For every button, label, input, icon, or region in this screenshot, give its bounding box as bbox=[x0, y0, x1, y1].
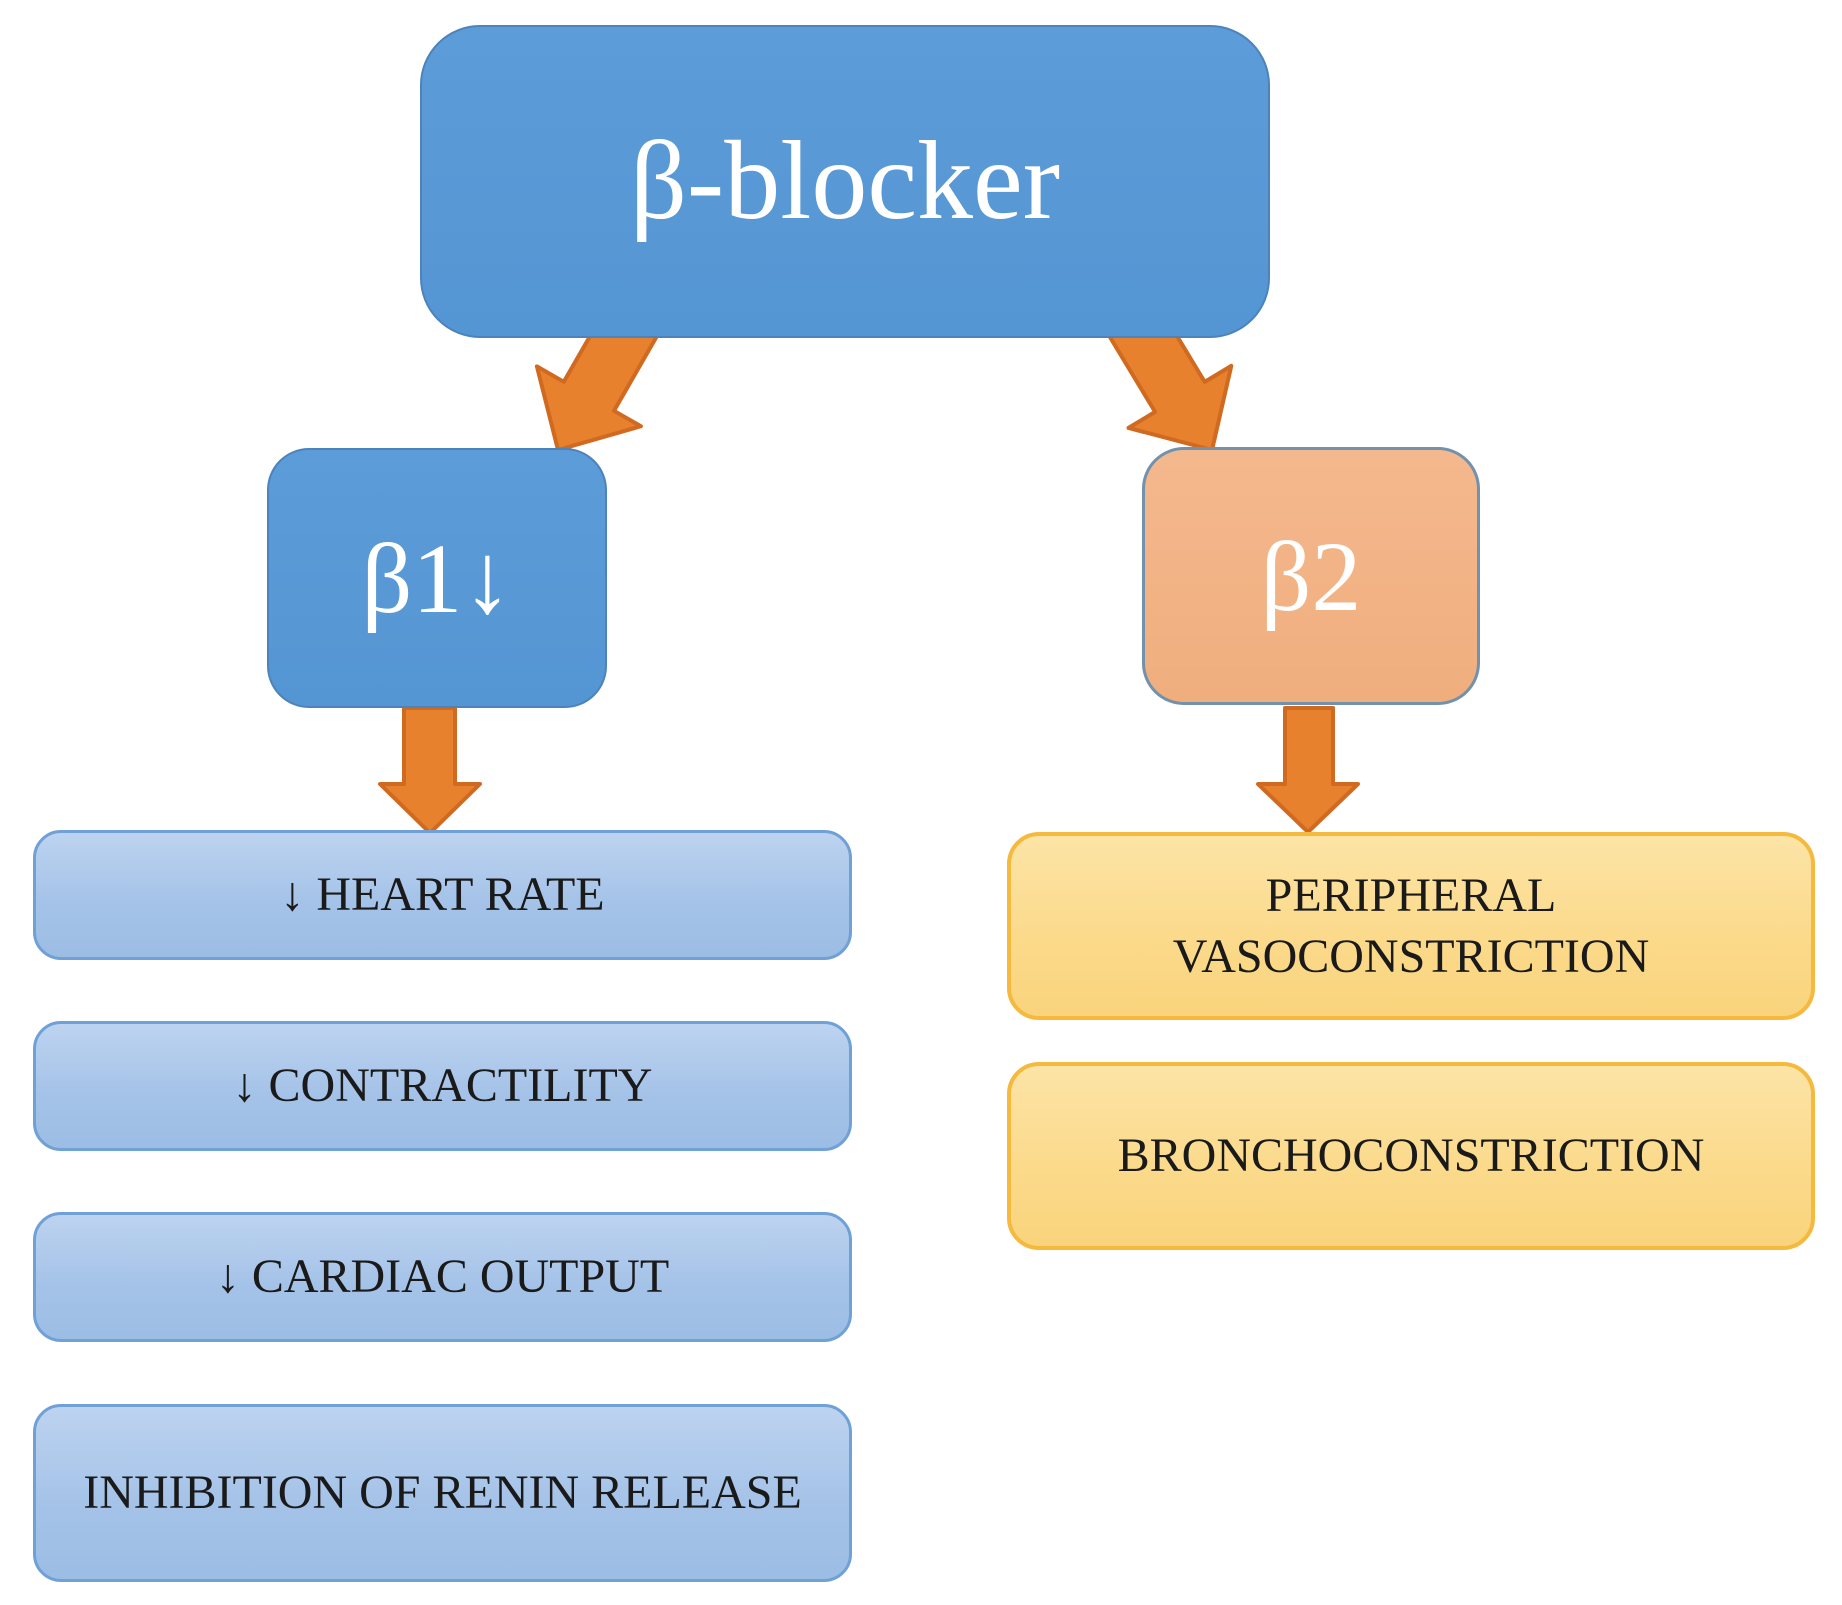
node-beta2-label: β2 bbox=[1260, 520, 1362, 632]
effect-bronchoconstriction-label: BRONCHOCONSTRICTION bbox=[1117, 1129, 1705, 1183]
effect-peripheral-vasoconstriction: PERIPHERAL VASOCONSTRICTION bbox=[1007, 832, 1815, 1020]
node-beta1: β1↓ bbox=[267, 448, 607, 708]
effect-cardiac-output-label: ↓ CARDIAC OUTPUT bbox=[215, 1250, 670, 1304]
effect-contractility-label: ↓ CONTRACTILITY bbox=[232, 1059, 653, 1113]
effect-peripheral-vasoconstriction-label: PERIPHERAL VASOCONSTRICTION bbox=[1172, 868, 1650, 983]
arrow-beta1-to-effects-icon bbox=[378, 706, 482, 835]
node-beta-blocker-label: β-blocker bbox=[629, 119, 1061, 243]
node-beta2: β2 bbox=[1142, 447, 1480, 705]
effect-renin-release-label: INHIBITION OF RENIN RELEASE bbox=[83, 1466, 802, 1520]
node-beta-blocker: β-blocker bbox=[420, 25, 1270, 338]
effect-bronchoconstriction: BRONCHOCONSTRICTION bbox=[1007, 1062, 1815, 1250]
effect-contractility: ↓ CONTRACTILITY bbox=[33, 1021, 852, 1151]
effect-renin-release: INHIBITION OF RENIN RELEASE bbox=[33, 1404, 852, 1582]
effect-heart-rate-label: ↓ HEART RATE bbox=[280, 868, 605, 922]
effect-cardiac-output: ↓ CARDIAC OUTPUT bbox=[33, 1212, 852, 1342]
node-beta1-label: β1↓ bbox=[361, 522, 513, 634]
effect-heart-rate: ↓ HEART RATE bbox=[33, 830, 852, 960]
arrow-beta2-to-effects-icon bbox=[1256, 706, 1360, 834]
